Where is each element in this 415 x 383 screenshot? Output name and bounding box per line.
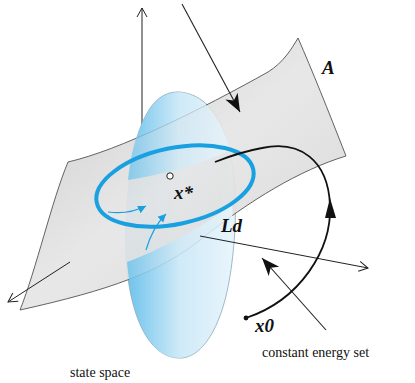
equilibrium-label: x* — [174, 183, 193, 202]
surface-label: A — [322, 58, 335, 77]
cycle-label: Ld — [221, 216, 242, 235]
initial-state-label: x0 — [255, 316, 274, 335]
space-caption: state space — [70, 366, 130, 380]
set-caption: constant energy set — [262, 346, 369, 360]
